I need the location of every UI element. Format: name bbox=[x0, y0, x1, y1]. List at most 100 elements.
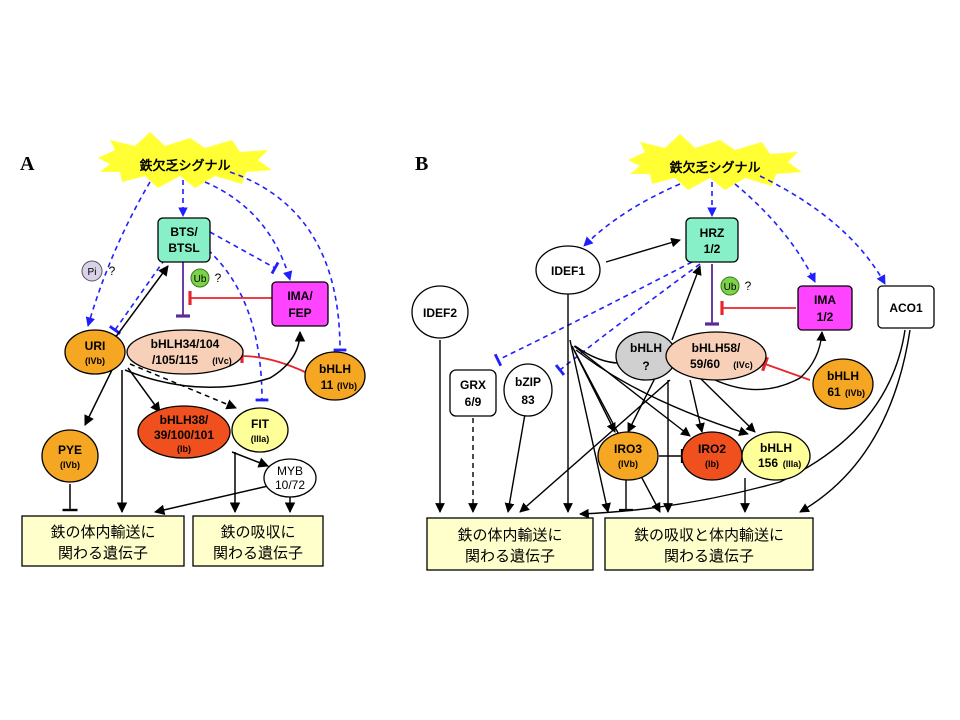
edge-bts-uri bbox=[108, 251, 171, 335]
black-edges-b bbox=[435, 237, 911, 519]
bhlh58-node bbox=[665, 331, 767, 381]
edge-uri-bts bbox=[111, 265, 169, 343]
edge-myb-box1 bbox=[153, 485, 269, 515]
bhlh11-sub: (IVb) bbox=[337, 381, 357, 391]
ub-node bbox=[190, 268, 210, 288]
fit-label: FIT bbox=[251, 417, 270, 431]
pi-label: Pi bbox=[88, 267, 97, 278]
bhlhq-line2: ? bbox=[642, 359, 649, 373]
uri-sub: (IVb) bbox=[85, 356, 105, 366]
bhlh156-line1: bHLH bbox=[760, 441, 792, 455]
ima12-node bbox=[797, 285, 853, 331]
edge-aco1-box2 bbox=[799, 329, 911, 513]
iro3-label: IRO3 bbox=[614, 442, 642, 456]
aco1-label: ACO1 bbox=[889, 301, 923, 315]
edge-signal-idef1 bbox=[583, 183, 681, 247]
edge-idef1-box2 bbox=[569, 339, 611, 513]
grx-line2: 6/9 bbox=[465, 395, 482, 409]
bhlh38-sub: (Ib) bbox=[177, 444, 191, 454]
bzip-line1: bZIP bbox=[515, 375, 541, 389]
bhlh38-line2: 39/100/101 bbox=[154, 428, 214, 442]
bhlh38-node bbox=[137, 405, 231, 459]
bhlh61-line1: bHLH bbox=[827, 369, 859, 383]
bzip83-node bbox=[503, 363, 553, 417]
iron-deficiency-signal-a: 鉄欠乏シグナル bbox=[98, 132, 272, 188]
iro2-node bbox=[681, 431, 743, 481]
edge-uri-ima bbox=[124, 330, 306, 388]
b-box2-line2: 関わる遺伝子 bbox=[664, 547, 754, 565]
bhlh34-line1: bHLH34/104 bbox=[151, 337, 220, 351]
bzip-line2: 83 bbox=[521, 393, 535, 407]
box2-line1: 鉄の吸収に bbox=[220, 523, 295, 541]
edge-bhlh58-iro2 bbox=[689, 379, 705, 433]
bhlh58-sub: (IVc) bbox=[733, 360, 753, 370]
bhlh34-node bbox=[126, 329, 244, 375]
myb-line1: MYB bbox=[277, 464, 303, 478]
box-internal-transport-b bbox=[426, 517, 594, 571]
ima-b-line1: IMA bbox=[814, 293, 836, 307]
edge-idef1-hrz bbox=[605, 237, 681, 263]
hrz-node bbox=[685, 217, 739, 263]
pi-node bbox=[81, 260, 103, 282]
bhlh38-line1: bHLH38/ bbox=[160, 413, 209, 427]
edge-bhlh11-bhlh34-inhibit bbox=[240, 348, 306, 373]
ima-line1: IMA/ bbox=[287, 289, 313, 303]
edge-bhlh58-hrz bbox=[671, 265, 702, 341]
edge-aco1-box1 bbox=[579, 329, 906, 519]
box-uptake-a bbox=[192, 515, 324, 567]
box-uptake-transport-b bbox=[604, 517, 814, 571]
bhlh61-node bbox=[812, 358, 874, 410]
edge-bzip-box1 bbox=[504, 413, 526, 513]
bhlh11-line2: 11 bbox=[321, 378, 334, 392]
bts-node bbox=[157, 217, 211, 263]
b-box1-line1: 鉄の体内輸送に bbox=[457, 526, 562, 544]
bhlh156-line2: 156 bbox=[758, 456, 778, 470]
ima-fep-node bbox=[271, 281, 329, 327]
edge-bhlh61-bhlh58-inhibit bbox=[761, 356, 811, 381]
signal-label-b: 鉄欠乏シグナル bbox=[669, 160, 760, 176]
idef1-label: IDEF1 bbox=[551, 264, 585, 278]
edge-bhlh58-box1 bbox=[519, 379, 671, 513]
bhlh11-node bbox=[304, 351, 366, 401]
black-edges-a bbox=[62, 265, 306, 515]
signal-burst-shape bbox=[98, 132, 272, 188]
bhlh61-line2: 61 bbox=[827, 385, 841, 399]
myb-line2: 10/72 bbox=[275, 478, 305, 492]
edge-idef1-iro2 bbox=[573, 345, 691, 437]
grx-line1: GRX bbox=[460, 378, 486, 392]
hrz-line1: HRZ bbox=[700, 226, 725, 240]
edge-bhlh58-ima bbox=[714, 331, 827, 391]
box1-line2: 関わる遺伝子 bbox=[58, 544, 148, 562]
ub-label-b: Ub bbox=[724, 282, 737, 293]
bts-line1: BTS/ bbox=[170, 225, 198, 239]
panel-b: B 鉄欠乏シグナル bbox=[411, 134, 935, 571]
panel-a: A 鉄欠乏シグナル bbox=[20, 132, 366, 567]
pye-node bbox=[41, 429, 99, 483]
edge-uri-pye bbox=[84, 369, 113, 426]
edge-signal-aco1 bbox=[759, 175, 886, 285]
panel-b-label: B bbox=[415, 153, 428, 175]
ub-node-b bbox=[720, 276, 740, 296]
myb-node bbox=[263, 458, 317, 498]
bhlh34-line2: /105/115 bbox=[152, 353, 198, 367]
signal-edges-a bbox=[85, 171, 347, 402]
grx-node bbox=[449, 369, 497, 417]
bhlh156-sub: (IIIa) bbox=[783, 459, 802, 469]
edge-signal-bhlh11 bbox=[229, 171, 347, 352]
uri-node bbox=[64, 329, 126, 375]
idef2-label: IDEF2 bbox=[423, 306, 457, 320]
iro3-node bbox=[597, 431, 659, 481]
bhlh61-sub: (IVb) bbox=[845, 388, 865, 398]
bhlh58-line1: bHLH58/ bbox=[692, 341, 741, 355]
box1-line1: 鉄の体内輸送に bbox=[50, 523, 155, 541]
iro3-sub: (IVb) bbox=[618, 459, 638, 469]
ub-question-b: ? bbox=[745, 279, 752, 293]
edge-signal-ima bbox=[734, 183, 816, 283]
bhlh58-line2: 59/60 bbox=[690, 357, 720, 371]
b-box2-line1: 鉄の吸収と体内輸送に bbox=[634, 526, 784, 544]
bhlh156-node bbox=[741, 431, 811, 481]
ub-label: Ub bbox=[194, 274, 207, 285]
edge-bts-fit bbox=[207, 249, 269, 402]
signal-label: 鉄欠乏シグナル bbox=[139, 158, 230, 174]
